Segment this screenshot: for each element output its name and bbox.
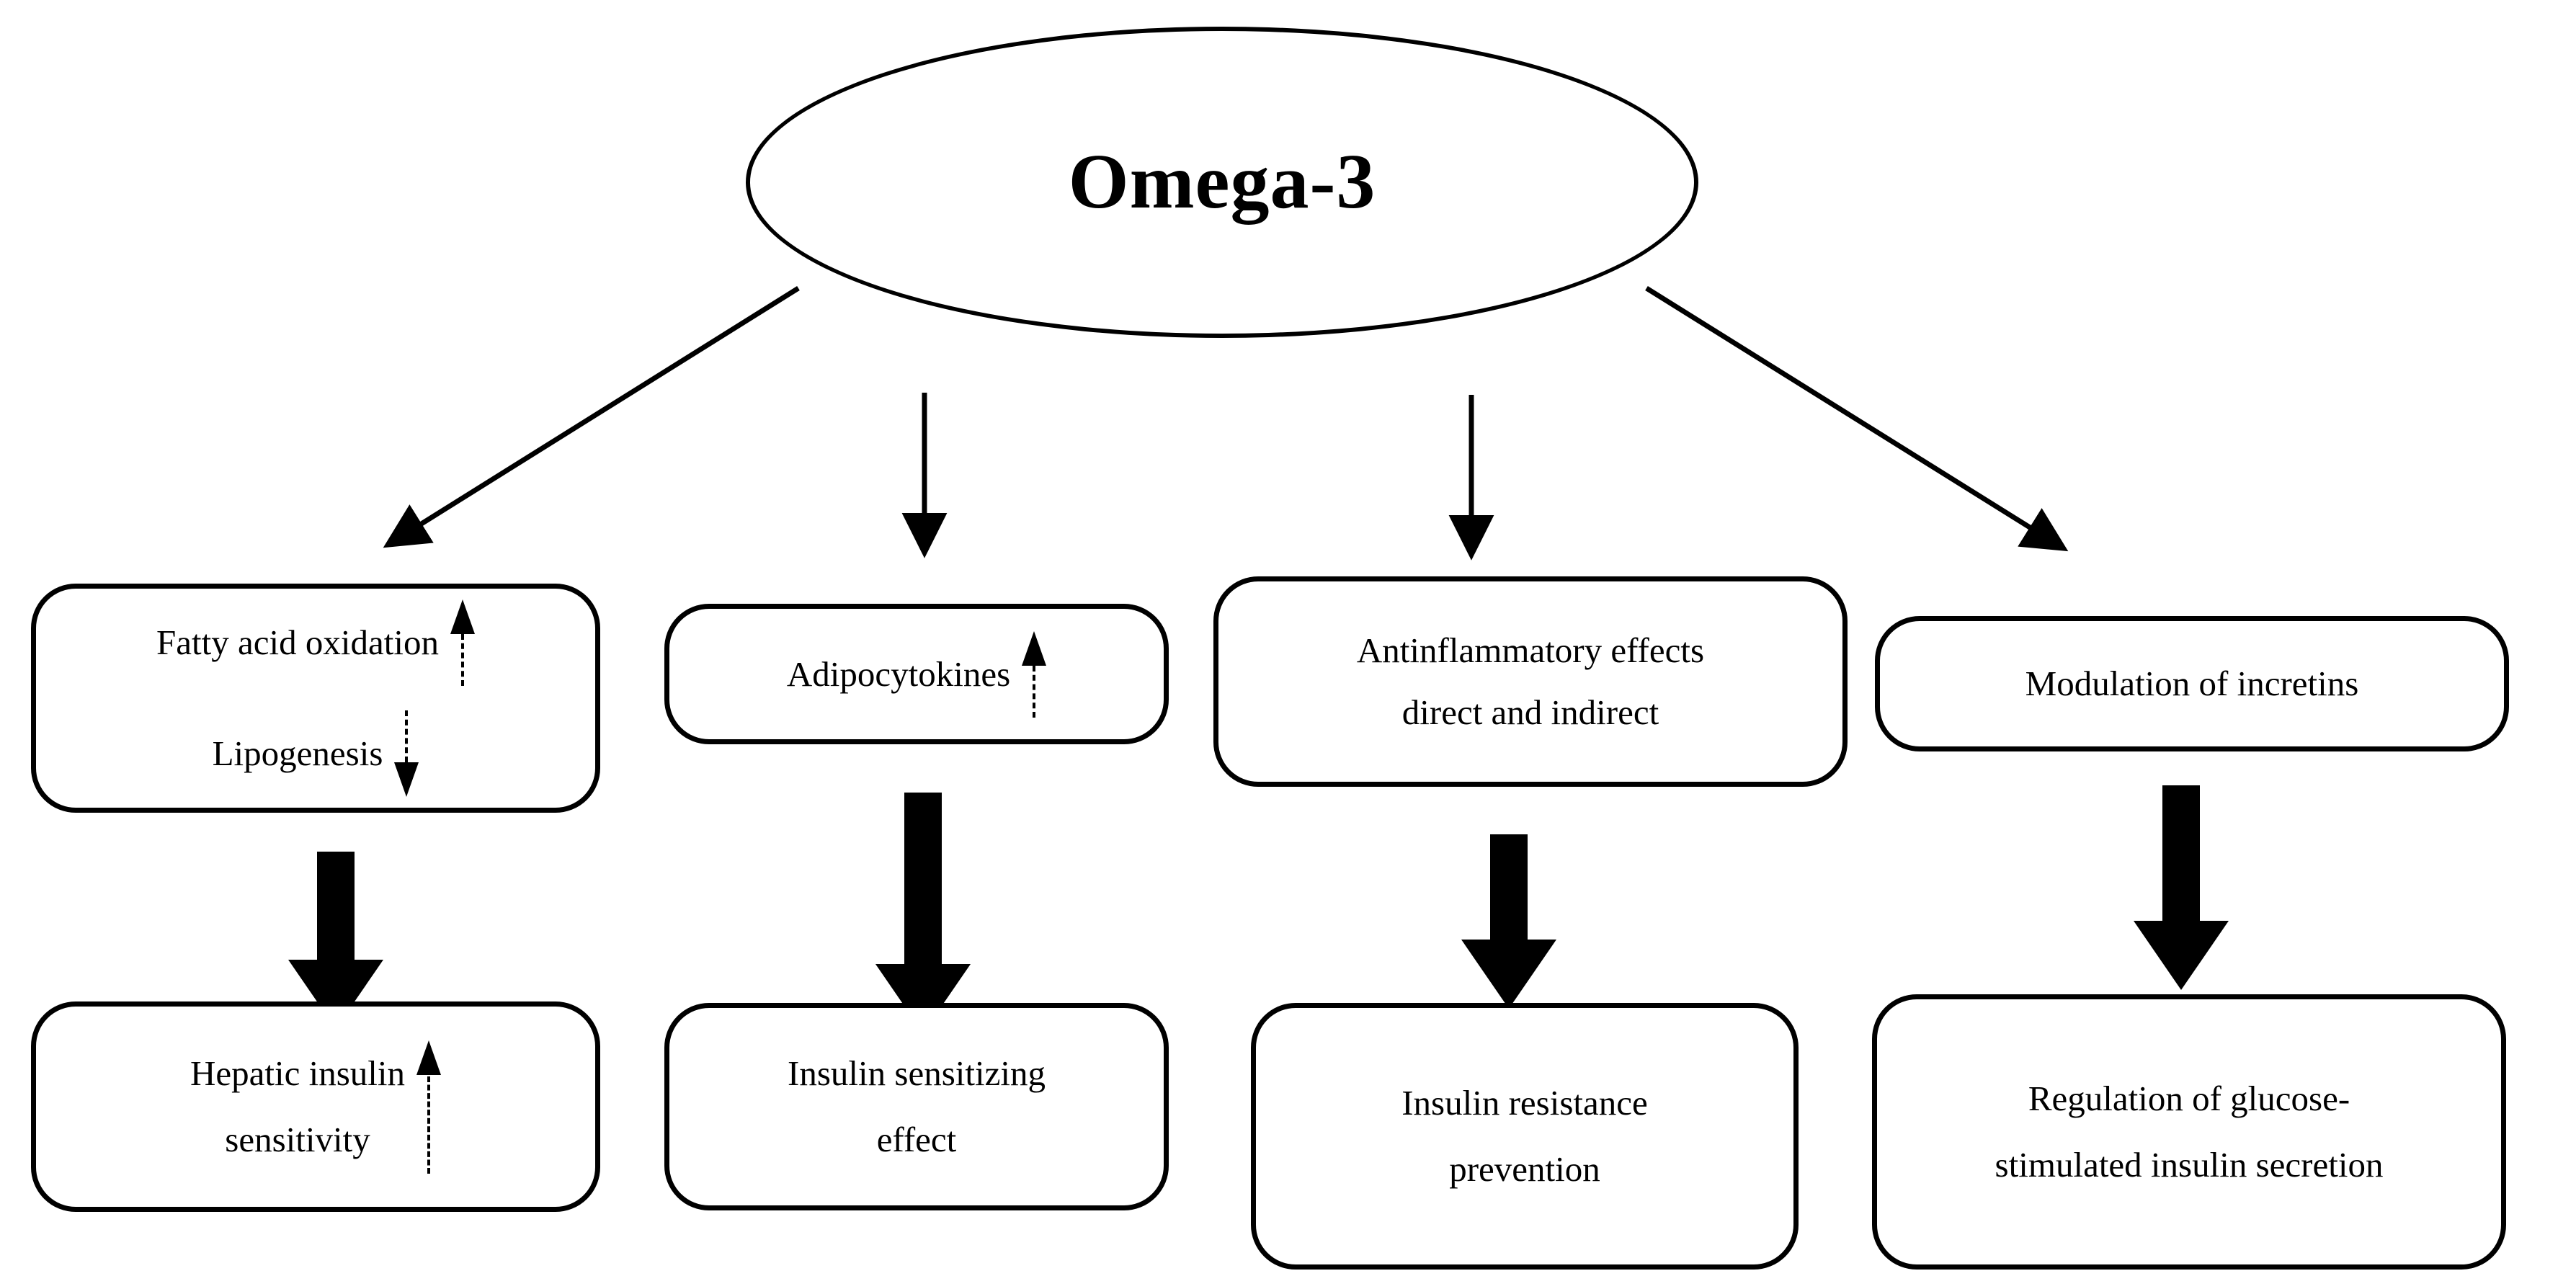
node-glucose-stimulated-insulin-secretion[interactable]: Regulation of glucose- stimulated insuli… [1872, 994, 2506, 1270]
node-antinflammatory-effects[interactable]: Antinflammatory effects direct and indir… [1213, 576, 1848, 787]
edge-incretins-to-glucose-secretion [2134, 785, 2229, 990]
increase-arrow-icon [450, 599, 475, 686]
node-insulin-resistance-prevention[interactable]: Insulin resistance prevention [1251, 1003, 1799, 1270]
edge-antinflammatory-to-insulin-resistance [1461, 834, 1556, 1009]
node-hepatic-insulin-sensitivity-label-line-2: sensitivity [225, 1120, 370, 1159]
node-insulin-sensitizing-effect-label-line-1: Insulin sensitizing [788, 1053, 1046, 1094]
edge-omega3-to-fatty-acid [383, 286, 800, 548]
increase-arrow-icon [416, 1040, 442, 1174]
edge-omega3-to-incretins [1645, 286, 2069, 552]
node-insulin-sensitizing-effect-label-line-2: effect [876, 1120, 957, 1159]
node-glucose-stimulated-insulin-secretion-label-line-2: stimulated insulin secretion [1995, 1145, 2384, 1184]
node-insulin-sensitizing-effect[interactable]: Insulin sensitizing effect [664, 1003, 1169, 1210]
node-adipocytokines-label: Adipocytokines [786, 653, 1011, 694]
node-adipocytokines[interactable]: Adipocytokines [664, 604, 1169, 744]
node-modulation-of-incretins[interactable]: Modulation of incretins [1875, 616, 2509, 751]
node-antinflammatory-effects-label-line-1: Antinflammatory effects [1356, 630, 1705, 671]
node-antinflammatory-effects-label-line-2: direct and indirect [1401, 692, 1659, 732]
increase-arrow-icon [1022, 630, 1047, 718]
node-omega3-root[interactable]: Omega-3 [746, 27, 1698, 338]
decrease-arrow-icon [394, 710, 419, 797]
node-fatty-acid-oxidation[interactable]: Fatty acid oxidation Lipogenesis [31, 584, 600, 813]
node-lipogenesis-label-line-2: Lipogenesis [212, 733, 383, 774]
node-line: Fatty acid oxidation [156, 599, 475, 686]
node-insulin-resistance-prevention-label-line-2: prevention [1449, 1149, 1600, 1189]
node-omega3-label: Omega-3 [1068, 139, 1376, 226]
edge-adipocytokines-to-insulin-sensitizing [875, 793, 971, 1033]
node-fatty-acid-oxidation-label-line-1: Fatty acid oxidation [156, 623, 439, 663]
node-line: Adipocytokines [786, 630, 1047, 718]
node-glucose-stimulated-insulin-secretion-label-line-1: Regulation of glucose- [2028, 1079, 2350, 1119]
node-hepatic-insulin-sensitivity-label-line-1: Hepatic insulin [190, 1053, 406, 1094]
node-line: Hepatic insulin sensitivity [190, 1040, 442, 1174]
node-modulation-of-incretins-label: Modulation of incretins [2025, 664, 2359, 704]
node-insulin-resistance-prevention-label-line-1: Insulin resistance [1401, 1083, 1648, 1123]
node-line: Lipogenesis [213, 710, 419, 797]
node-hepatic-insulin-sensitivity[interactable]: Hepatic insulin sensitivity [31, 1001, 600, 1212]
